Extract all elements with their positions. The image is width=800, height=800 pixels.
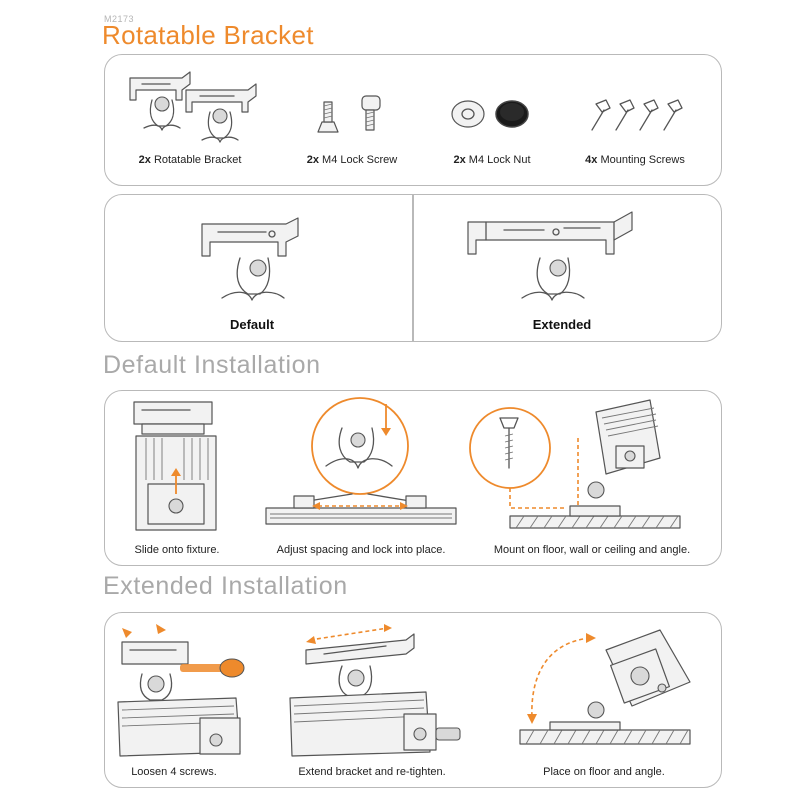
default-step-2: Adjust spacing and lock into place.: [276, 544, 446, 556]
extended-label: Extended: [532, 317, 592, 332]
extended-step-3: Place on floor and angle.: [543, 766, 665, 778]
loosen-screws-illustration: [117, 624, 245, 757]
default-step-3: Mount on floor, wall or ceiling and angl…: [493, 544, 691, 556]
extended-step-1: Loosen 4 screws.: [131, 766, 217, 778]
item-m4-lock-screw: 2x M4 Lock Screw: [306, 154, 398, 166]
extended-step-2: Extend bracket and re-tighten.: [298, 766, 446, 778]
place-and-angle-illustration: [519, 629, 691, 745]
extended-installation-title: Extended Installation: [103, 572, 348, 600]
extended-bracket-illustration: [467, 211, 633, 301]
lock-nut-illustration: [451, 100, 529, 128]
default-label: Default: [229, 317, 275, 332]
page-title: Rotatable Bracket: [102, 20, 314, 50]
rotatable-bracket-pair-illustration: [129, 71, 257, 143]
mount-and-angle-illustration: [469, 399, 681, 529]
default-step-1: Slide onto fixture.: [134, 544, 220, 556]
item-mounting-screws: 4x Mounting Screws: [585, 154, 685, 166]
default-installation-title: Default Installation: [103, 351, 321, 379]
product-code: M2173: [104, 14, 135, 24]
item-m4-lock-nut: 2x M4 Lock Nut: [453, 154, 531, 166]
contents-panel: [104, 54, 722, 186]
modes-divider: [412, 195, 414, 341]
mounting-screws-illustration: [591, 99, 683, 131]
default-bracket-illustration: [201, 217, 299, 301]
slide-onto-fixture-illustration: [133, 401, 217, 531]
lock-screw-illustration: [317, 95, 381, 133]
adjust-spacing-illustration: [265, 397, 457, 525]
extend-bracket-illustration: [289, 624, 461, 757]
item-rotatable-bracket: 2x Rotatable Bracket: [138, 154, 242, 166]
